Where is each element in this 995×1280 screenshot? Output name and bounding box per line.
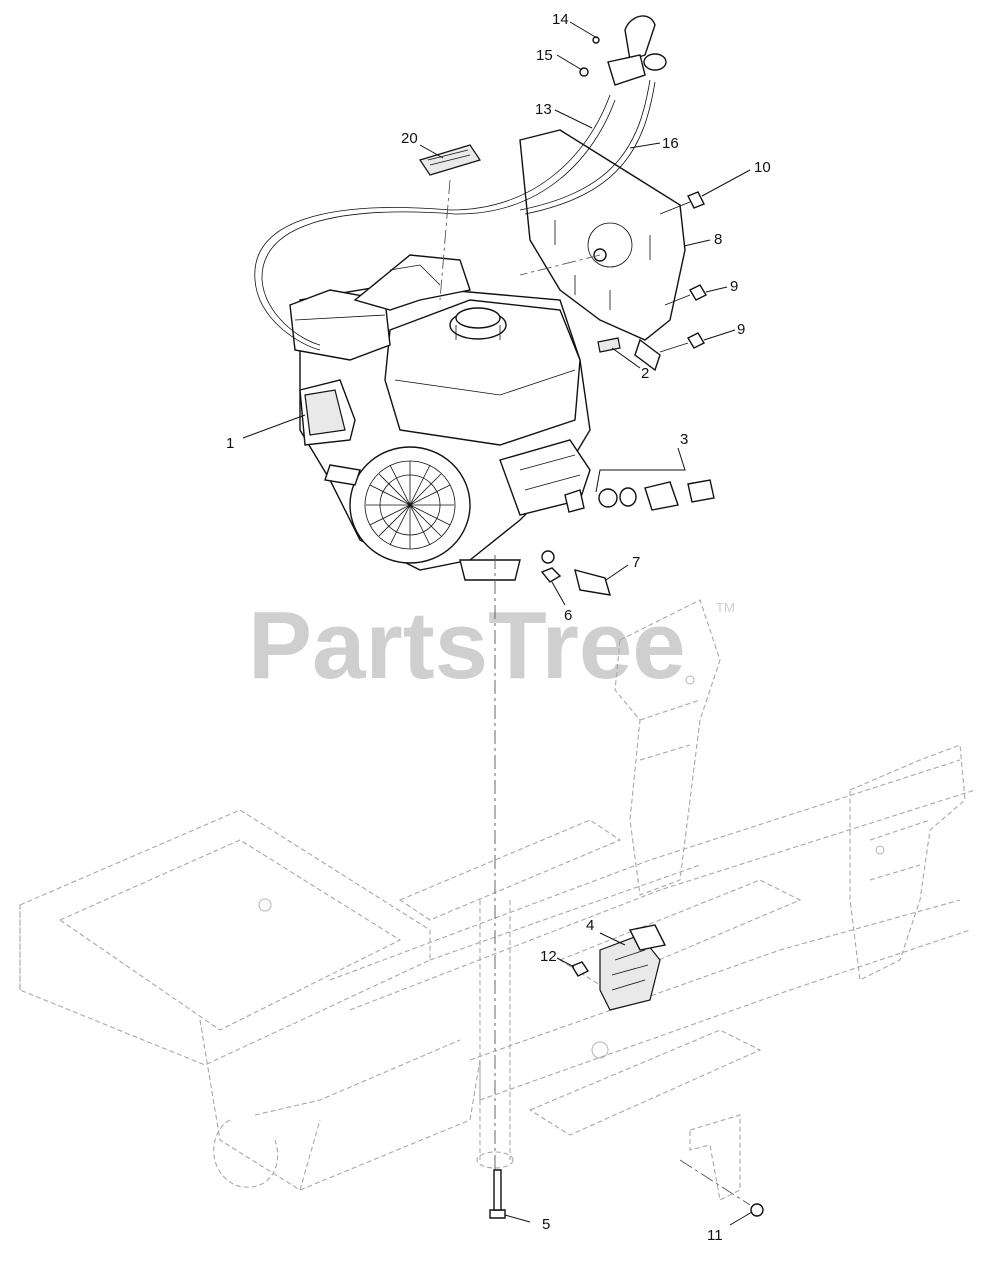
assembly-axis-rear (679, 1159, 751, 1206)
engine-shield (519, 129, 686, 372)
callout-9-upper: 9 (730, 278, 738, 295)
watermark-text: PartsTree (248, 592, 686, 699)
small-parts (419, 144, 764, 1219)
callout-20: 20 (401, 130, 418, 147)
callout-8: 8 (714, 231, 722, 248)
callout-7: 7 (632, 554, 640, 571)
throttle-cables (254, 15, 667, 351)
callout-5: 5 (542, 1216, 550, 1233)
callout-4: 4 (586, 917, 594, 934)
callout-3: 3 (680, 431, 688, 448)
callout-2: 2 (641, 365, 649, 382)
chassis-frame (19, 599, 976, 1201)
watermark-trademark: TM (716, 600, 735, 615)
callout-11: 11 (707, 1227, 723, 1244)
callout-10: 10 (754, 159, 771, 176)
callout-14: 14 (552, 11, 569, 28)
leader-lines (242, 21, 753, 1226)
callout-9-lower: 9 (737, 321, 745, 338)
callout-1: 1 (226, 435, 234, 452)
watermark: PartsTree TM (248, 592, 735, 699)
assembly-axis-upper (439, 179, 451, 301)
engine-assembly (289, 254, 591, 581)
callout-16: 16 (662, 135, 679, 152)
callout-labels: 1 2 3 4 5 6 7 8 9 9 10 11 12 13 14 15 16… (226, 11, 771, 1244)
callout-12: 12 (540, 948, 557, 965)
callout-15: 15 (536, 47, 553, 64)
callout-6: 6 (564, 607, 572, 624)
assembly-axis-shield (519, 254, 601, 276)
callout-13: 13 (535, 101, 552, 118)
